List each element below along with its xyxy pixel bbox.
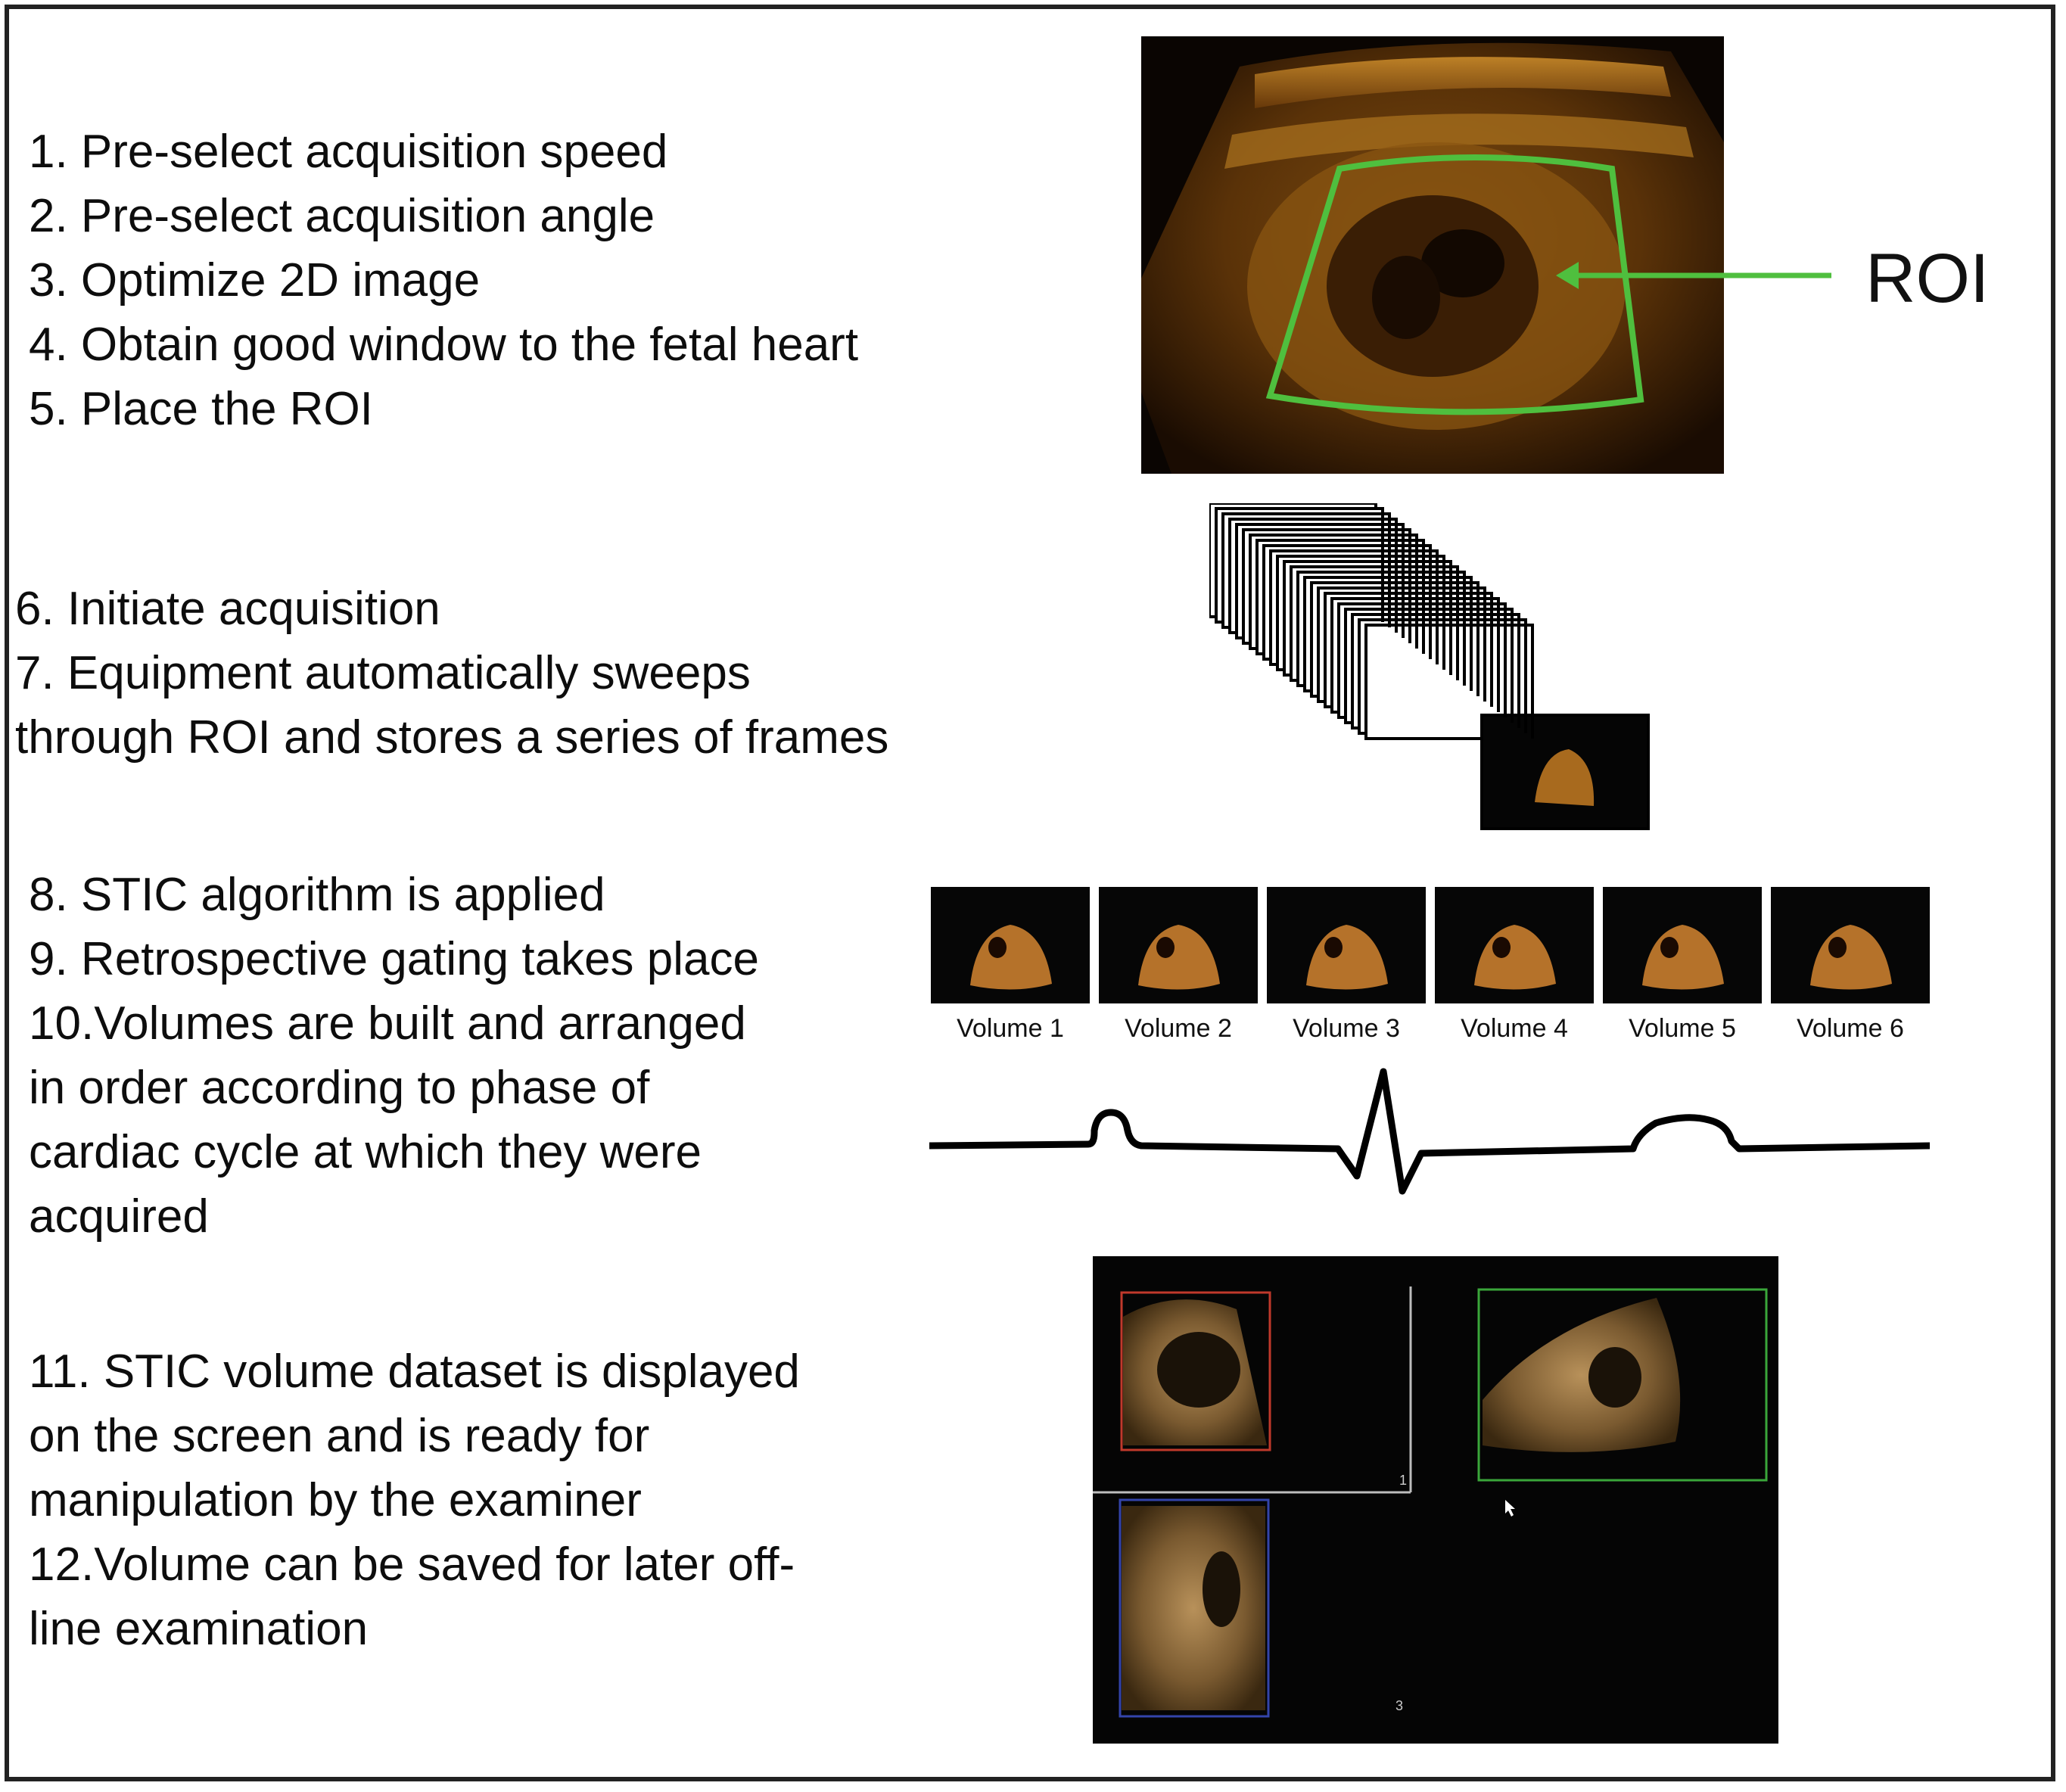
step-7: 7. Equipment automatically sweeps (15, 647, 751, 699)
volume-thumbnail (1267, 887, 1426, 1003)
step-4: 4. Obtain good window to the fetal heart (29, 319, 859, 371)
ecg-trace (929, 1068, 1930, 1195)
pane-b-chamber (1588, 1347, 1641, 1408)
step-1: 1. Pre-select acquisition speed (29, 126, 668, 178)
roi-arrow-head (1556, 262, 1579, 289)
volume-label: Volume 5 (1629, 1014, 1736, 1043)
step-7-continued: through ROI and stores a series of frame… (15, 711, 889, 764)
volume-label: Volume 2 (1125, 1014, 1232, 1043)
volume-heart-chamber (1324, 937, 1343, 958)
volume-label: Volume 4 (1461, 1014, 1568, 1043)
acquired-frames-stack (1209, 503, 1650, 830)
roi-label: ROI (1865, 240, 1990, 317)
pane-c-border (1119, 1498, 1270, 1718)
step-10-line-3: cardiac cycle at which they were (29, 1126, 702, 1178)
step-3: 3. Optimize 2D image (29, 254, 481, 306)
step-10: 10.Volumes are built and arranged (29, 997, 746, 1050)
step-8: 8. STIC algorithm is applied (29, 869, 605, 921)
maternal-tissue-band-2 (1224, 114, 1694, 169)
roi-arrow-extension (1724, 272, 1831, 278)
stic-volume-viewer: 1 3 (1093, 1256, 1778, 1744)
step-6: 6. Initiate acquisition (15, 583, 440, 635)
volume-thumbnail (1435, 887, 1594, 1003)
pane-a-border (1120, 1291, 1271, 1451)
step-5: 5. Place the ROI (29, 383, 373, 435)
ultrasound-image-with-roi (1141, 36, 1724, 474)
pane-b-image (1483, 1298, 1681, 1452)
pane-b-border (1477, 1288, 1768, 1482)
heart-chamber-dark-1 (1421, 229, 1504, 297)
volume-label: Volume 1 (957, 1014, 1064, 1043)
step-11: 11. STIC volume dataset is displayed (29, 1346, 800, 1398)
pane-a-chamber (1157, 1332, 1240, 1408)
steps-group-processing: 8. STIC algorithm is applied 9. Retrospe… (29, 863, 759, 1249)
mouse-cursor-icon (1505, 1500, 1515, 1517)
step-2: 2. Pre-select acquisition angle (29, 190, 655, 242)
volume-thumbnail (1099, 887, 1258, 1003)
roi-box (1265, 154, 1644, 415)
volume-heart-chamber (1492, 937, 1511, 958)
steps-group-acquisition-setup: 1. Pre-select acquisition speed 2. Pre-s… (29, 120, 858, 441)
volume-thumbnail (1771, 887, 1930, 1003)
pane-c-index: 3 (1395, 1698, 1403, 1713)
steps-group-display: 11. STIC volume dataset is displayed on … (29, 1339, 800, 1661)
step-12: 12.Volume can be saved for later off- (29, 1538, 795, 1591)
volume-heart-chamber (988, 937, 1007, 958)
volume-heart-chamber (1828, 937, 1847, 958)
volume-thumbnail (1603, 887, 1762, 1003)
volume-heart-chamber (1156, 937, 1175, 958)
step-9: 9. Retrospective gating takes place (29, 933, 759, 985)
volume-label: Volume 6 (1797, 1014, 1904, 1043)
ecg-line (929, 1068, 1930, 1195)
heart-chamber-dark-2 (1372, 256, 1440, 339)
volume-thumbnail (931, 887, 1090, 1003)
step-10-line-4: acquired (29, 1190, 209, 1243)
volume-label: Volume 3 (1293, 1014, 1400, 1043)
pane-a-index: 1 (1399, 1473, 1407, 1488)
step-11-line-2: on the screen and is ready for (29, 1410, 650, 1462)
front-frame-heart-image (1535, 749, 1595, 806)
steps-group-acquisition: 6. Initiate acquisition 7. Equipment aut… (15, 577, 888, 770)
maternal-tissue-bands (1255, 57, 1671, 108)
step-10-line-2: in order according to phase of (29, 1062, 650, 1114)
step-12-line-2: line examination (29, 1603, 369, 1655)
step-11-line-3: manipulation by the examiner (29, 1474, 642, 1526)
pane-c-image (1122, 1506, 1265, 1710)
pane-c-chamber (1203, 1551, 1240, 1627)
volume-heart-chamber (1660, 937, 1679, 958)
